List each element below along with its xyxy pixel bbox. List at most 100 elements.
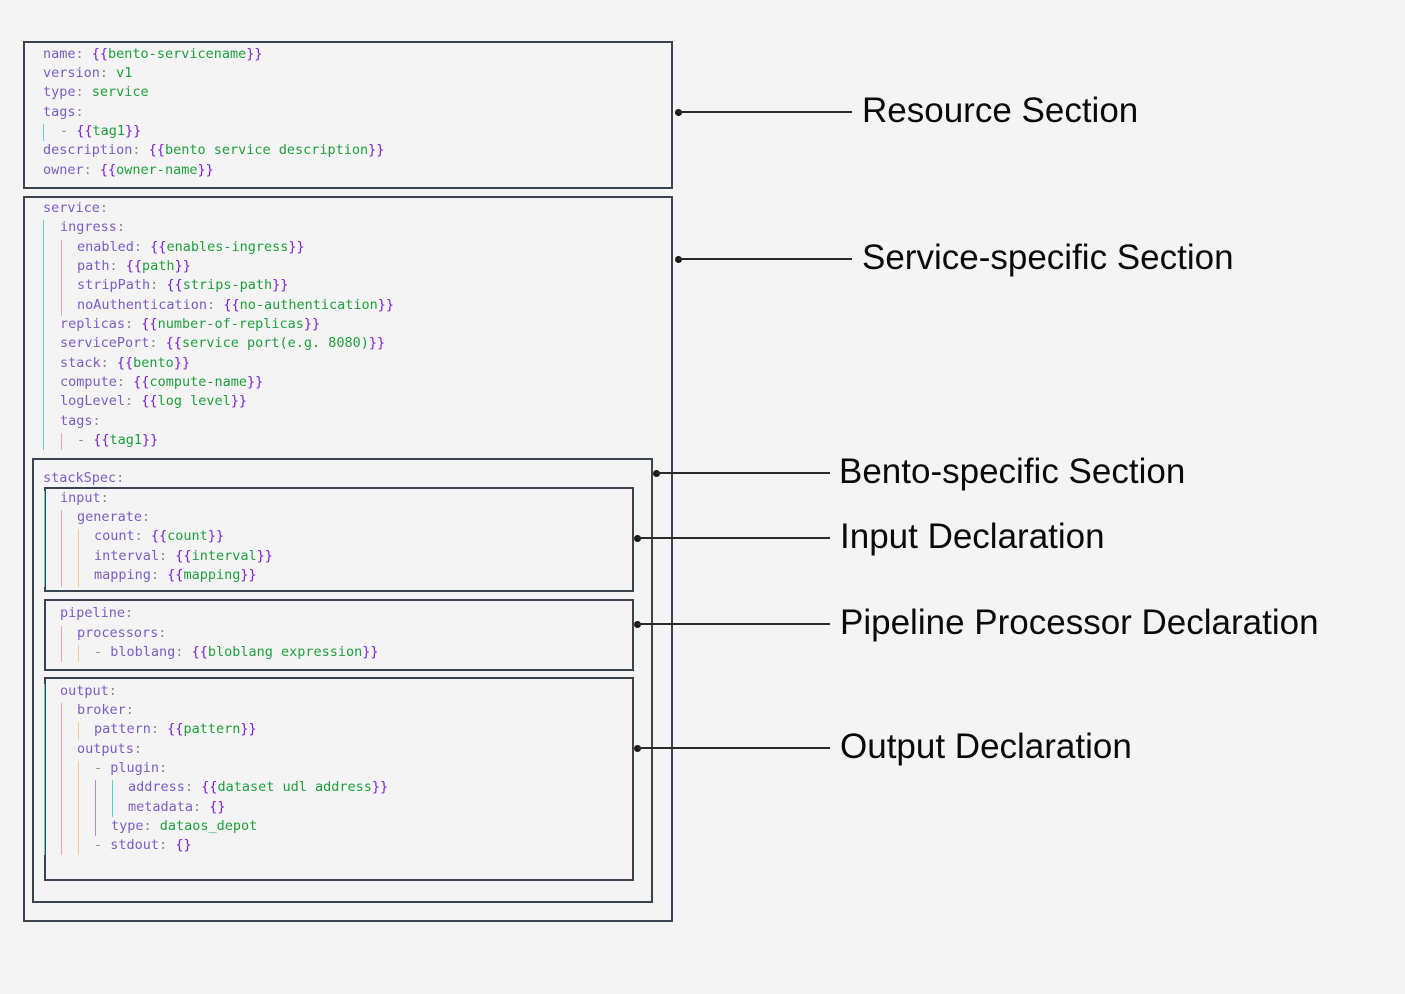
- code-line: - {{tag1}}: [77, 432, 159, 448]
- yaml-key: outputs: [77, 741, 134, 757]
- yaml-value: bento service description: [164, 142, 369, 158]
- code-line: version: v1: [43, 65, 133, 81]
- code-line: pattern: {{pattern}}: [94, 721, 257, 737]
- callout-line: [637, 623, 830, 625]
- code-line: compute: {{compute-name}}: [60, 374, 264, 390]
- indent-guide: [95, 780, 96, 836]
- code-line: enabled: {{enables-ingress}}: [77, 239, 305, 255]
- yaml-value: dataos_depot: [159, 818, 258, 834]
- yaml-value: log level: [157, 393, 231, 409]
- yaml-key: address: [128, 779, 185, 795]
- yaml-key: enabled: [77, 239, 134, 255]
- code-line: replicas: {{number-of-replicas}}: [60, 316, 321, 332]
- yaml-value: v1: [116, 65, 133, 81]
- yaml-value: pattern: [183, 721, 241, 737]
- yaml-key: processors: [77, 625, 159, 641]
- resource-section-box: [23, 41, 673, 189]
- callout-line: [656, 472, 830, 474]
- service-section-box: [23, 196, 673, 922]
- yaml-key: interval: [94, 548, 160, 564]
- output-declaration-box: [44, 677, 634, 881]
- yaml-key: count: [94, 528, 135, 544]
- yaml-value: tag1: [109, 432, 143, 448]
- yaml-value: owner-name: [116, 162, 198, 178]
- yaml-key: tags: [60, 413, 93, 429]
- yaml-value: bloblang expression: [207, 644, 363, 660]
- yaml-key: type: [43, 84, 76, 100]
- input-declaration-box: [44, 487, 634, 592]
- yaml-value: interval: [191, 548, 257, 564]
- callout-label: Resource Section: [862, 91, 1139, 130]
- callout-label: Output Declaration: [840, 727, 1132, 766]
- indent-guide: [61, 510, 62, 587]
- code-line: type: dataos_depot: [111, 818, 258, 834]
- yaml-key: tags: [43, 104, 76, 120]
- yaml-key: metadata: [128, 799, 194, 815]
- yaml-key: version: [43, 65, 100, 81]
- yaml-key: output: [60, 683, 109, 699]
- callout-label: Pipeline Processor Declaration: [840, 603, 1319, 642]
- yaml-key: stdout: [110, 837, 160, 853]
- callout-line: [637, 537, 830, 539]
- yaml-key: broker: [77, 702, 126, 718]
- yaml-key: type: [111, 818, 144, 834]
- yaml-key: service: [43, 200, 100, 216]
- yaml-key: replicas: [60, 316, 126, 332]
- indent-guide: [44, 684, 45, 855]
- code-line: output:: [60, 683, 126, 699]
- yaml-key: stackSpec: [43, 470, 117, 486]
- code-line: type: service: [43, 84, 149, 100]
- yaml-key: bloblang: [110, 644, 176, 660]
- code-line: address: {{dataset udl address}}: [128, 779, 389, 795]
- callout-label: Service-specific Section: [862, 238, 1234, 277]
- bento-section-box: [32, 458, 653, 903]
- yaml-value: no-authentication: [239, 297, 378, 313]
- code-line: description: {{bento service description…: [43, 142, 385, 158]
- yaml-value: bento: [133, 355, 174, 371]
- yaml-value: count: [167, 528, 208, 544]
- code-line: broker:: [77, 702, 143, 718]
- indent-guide: [61, 703, 62, 855]
- indent-guide: [61, 626, 62, 662]
- yaml-value: path: [142, 258, 175, 274]
- code-line: stack: {{bento}}: [60, 355, 191, 371]
- code-line: stripPath: {{strips-path}}: [77, 277, 289, 293]
- code-line: tags:: [60, 413, 109, 429]
- code-line: - {{tag1}}: [60, 123, 142, 139]
- yaml-key: pipeline: [60, 605, 126, 621]
- callout-label: Input Declaration: [840, 517, 1105, 556]
- code-line: generate:: [77, 509, 159, 525]
- yaml-value: enables-ingress: [166, 239, 289, 255]
- yaml-key: ingress: [60, 219, 117, 235]
- code-line: stackSpec:: [43, 470, 133, 486]
- callout-line: [637, 747, 830, 749]
- code-line: owner: {{owner-name}}: [43, 162, 214, 178]
- code-line: interval: {{interval}}: [94, 548, 273, 564]
- indent-guide: [112, 780, 113, 817]
- code-line: servicePort: {{service port(e.g. 8080)}}: [60, 335, 386, 351]
- code-line: logLevel: {{log level}}: [60, 393, 247, 409]
- code-line: outputs:: [77, 741, 151, 757]
- indent-guide: [43, 220, 44, 450]
- code-line: path: {{path}}: [77, 258, 191, 274]
- code-line: - bloblang: {{bloblang expression}}: [94, 644, 379, 660]
- code-line: service:: [43, 200, 117, 216]
- yaml-key: input: [60, 490, 101, 506]
- code-line: name: {{bento-servicename}}: [43, 46, 263, 62]
- yaml-value: mapping: [183, 567, 241, 583]
- indent-guide: [61, 240, 62, 316]
- code-line: count: {{count}}: [94, 528, 225, 544]
- indent-guide: [44, 491, 45, 587]
- yaml-value: service: [91, 84, 149, 100]
- yaml-key: name: [43, 46, 76, 62]
- callout-line: [678, 111, 852, 113]
- pipeline-declaration-box: [44, 599, 634, 671]
- yaml-key: servicePort: [60, 335, 150, 351]
- indent-guide: [78, 761, 79, 855]
- yaml-key: compute: [60, 374, 117, 390]
- yaml-value: number-of-replicas: [157, 316, 304, 332]
- code-line: metadata: {}: [128, 799, 226, 815]
- indent-guide: [78, 529, 79, 587]
- yaml-key: mapping: [94, 567, 151, 583]
- indent-guide: [78, 722, 79, 740]
